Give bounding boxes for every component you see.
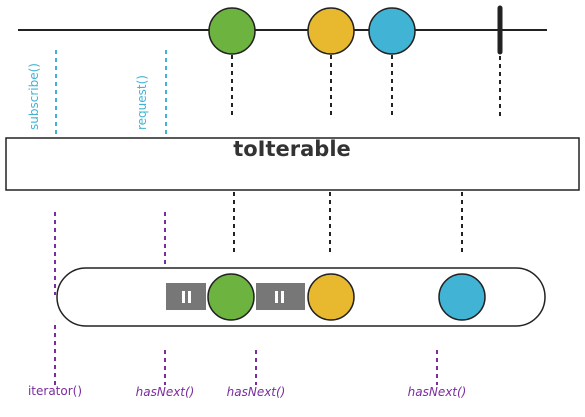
iterator-call-label: iterator() — [28, 384, 82, 398]
hasnext-call-label: hasNext() — [227, 385, 286, 399]
request-label: request() — [135, 75, 149, 130]
iterator-marble-yellow — [307, 273, 355, 321]
source-marble-green — [208, 7, 256, 55]
hasnext-call-label: hasNext() — [408, 385, 467, 399]
source-marble-yellow — [307, 7, 355, 55]
pause-icon — [166, 283, 206, 310]
operator-box — [5, 137, 580, 191]
operator-label: toIterable — [233, 137, 351, 161]
hasnext-call-label: hasNext() — [136, 385, 195, 399]
iterator-marble-blue — [438, 273, 486, 321]
source-marble-blue — [368, 7, 416, 55]
pause-icon — [256, 283, 305, 310]
iterator-marble-green — [207, 273, 255, 321]
subscribe-label: subscribe() — [27, 63, 41, 130]
